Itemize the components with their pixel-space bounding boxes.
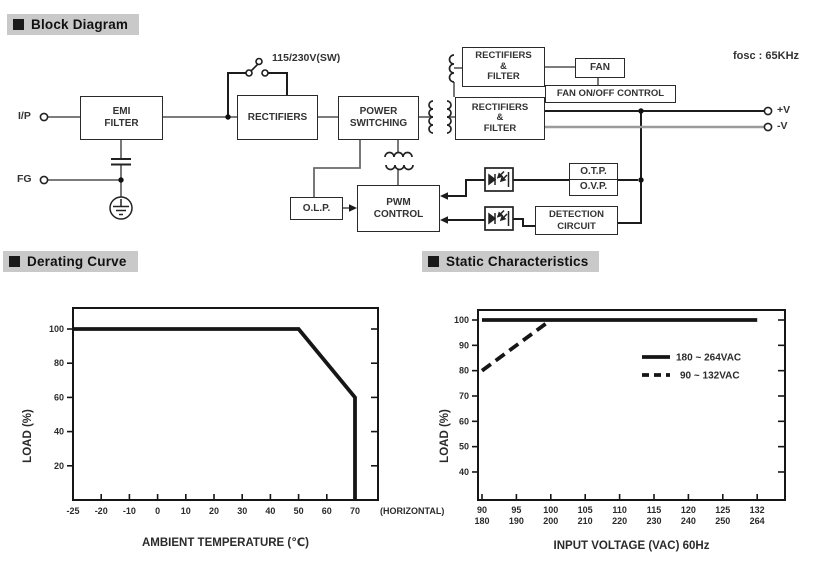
x-tick-label-2: 264 (750, 516, 765, 526)
rectifiers-box: RECTIFIERS (237, 95, 318, 140)
y-tick-label: 60 (54, 392, 64, 402)
emi-filter-box: EMI FILTER (80, 96, 163, 140)
x-tick-label: -25 (66, 506, 79, 516)
section-title: Static Characteristics (446, 254, 589, 269)
y-tick-label: 80 (459, 366, 469, 376)
x-tick-label: 95 (511, 505, 521, 515)
section-header-block-diagram: Block Diagram (7, 14, 140, 35)
v-minus-terminal-label: -V (777, 120, 788, 132)
x-tick-label-2: 180 (474, 516, 489, 526)
ovp-cell: O.V.P. (569, 178, 618, 196)
y-tick-label: 20 (54, 461, 64, 471)
v-plus-terminal-circle (763, 106, 773, 116)
x-tick-label: 40 (265, 506, 275, 516)
capacitor-icon (111, 158, 131, 166)
section-title: Block Diagram (31, 17, 129, 32)
y-axis-title: LOAD (%) (439, 409, 451, 463)
y-tick-label: 40 (54, 427, 64, 437)
series-solid (73, 327, 357, 500)
section-bullet-icon (9, 256, 20, 267)
optocoupler-icon (484, 167, 514, 192)
otp-cell: O.T.P. (569, 163, 618, 180)
fosc-label: fosc : 65KHz (733, 50, 800, 62)
x-tick-label: 110 (612, 505, 627, 515)
x-axis-title: INPUT VOLTAGE (VAC) 60Hz (554, 540, 710, 552)
optocoupler-icon (484, 206, 514, 231)
x-tick-label: 125 (715, 505, 730, 515)
wires-gray (48, 66, 599, 209)
plot-border (477, 309, 786, 501)
y-axis-title: LOAD (%) (22, 409, 34, 463)
x-tick-label: 105 (578, 505, 593, 515)
plot-border (72, 307, 379, 501)
x-tick-label: 30 (237, 506, 247, 516)
section-bullet-icon (13, 19, 24, 30)
legend-label: 90 ~ 132VAC (680, 371, 740, 382)
x-axis-note: (HORIZONTAL) (380, 506, 444, 516)
x-tick-label: -20 (95, 506, 108, 516)
x-tick-label-2: 220 (612, 516, 627, 526)
drive-transformer-icon (384, 151, 414, 171)
voltage-switch-icon (245, 57, 269, 77)
x-tick-label: 132 (750, 505, 765, 515)
v-plus-terminal-label: +V (777, 104, 791, 116)
section-bullet-icon (428, 256, 439, 267)
section-header-derating-curve: Derating Curve (3, 251, 138, 272)
y-tick-label: 80 (54, 358, 64, 368)
x-tick-label: 10 (181, 506, 191, 516)
y-tick-label: 90 (459, 340, 469, 350)
x-axis-title: AMBIENT TEMPERATURE (℃) (142, 537, 309, 549)
y-tick-label: 70 (459, 391, 469, 401)
y-tick-label: 50 (459, 442, 469, 452)
pwm-control-box: PWM CONTROL (357, 185, 440, 232)
y-tick-label: 40 (459, 467, 469, 477)
y-tick-label: 60 (459, 416, 469, 426)
terminal-circles (39, 106, 773, 185)
fg-terminal-label: FG (17, 173, 32, 185)
transformer-icon (428, 100, 452, 134)
derating-chart: 20 40 60 80 100 -25 -20 -10 0 10 20 30 40 50 60 70 (HORI… (22, 307, 444, 549)
voltage-switch-label: 115/230V(SW) (272, 52, 341, 64)
input-terminal-label: I/P (18, 110, 31, 122)
static-characteristics-chart: 4050607080901009018095190100200105210110… (439, 309, 786, 552)
section-header-static-characteristics: Static Characteristics (422, 251, 600, 272)
junction-dots (118, 108, 644, 183)
power-switching-box: POWER SWITCHING (338, 96, 419, 140)
x-tick-label: 20 (209, 506, 219, 516)
detection-circuit-box: DETECTION CIRCUIT (535, 206, 618, 235)
x-tick-label-2: 230 (646, 516, 661, 526)
fan-control-box: FAN ON/OFF CONTROL (545, 85, 676, 103)
series-dashed (480, 318, 552, 373)
ground-icon (109, 196, 133, 220)
x-tick-label: 60 (322, 506, 332, 516)
input-terminal-circle (39, 112, 49, 122)
y-tick-label: 100 (49, 324, 64, 334)
x-tick-label: 50 (294, 506, 304, 516)
x-tick-label: 120 (681, 505, 696, 515)
x-tick-label: 115 (647, 505, 662, 515)
rectifiers-filter-main-box: RECTIFIERS & FILTER (455, 97, 545, 140)
fan-box: FAN (575, 58, 625, 78)
x-tick-label: 90 (477, 505, 487, 515)
olp-box: O.L.P. (290, 197, 343, 220)
x-tick-label-2: 200 (543, 516, 558, 526)
x-tick-label-2: 190 (509, 516, 524, 526)
aux-coil-icon (448, 54, 455, 83)
v-minus-terminal-circle (763, 122, 773, 132)
wires-dark (227, 72, 764, 227)
legend-label: 180 ~ 264VAC (676, 353, 741, 364)
x-tick-label: 0 (155, 506, 160, 516)
x-tick-label: -10 (123, 506, 136, 516)
x-tick-label: 70 (350, 506, 360, 516)
rectifiers-filter-top-box: RECTIFIERS & FILTER (462, 47, 545, 87)
x-tick-label-2: 240 (681, 516, 696, 526)
x-tick-label-2: 250 (715, 516, 730, 526)
arrowheads (349, 192, 448, 224)
section-title: Derating Curve (27, 254, 127, 269)
fg-terminal-circle (39, 175, 49, 185)
x-tick-label: 100 (543, 505, 558, 515)
x-tick-label-2: 210 (578, 516, 593, 526)
y-tick-label: 100 (454, 315, 469, 325)
